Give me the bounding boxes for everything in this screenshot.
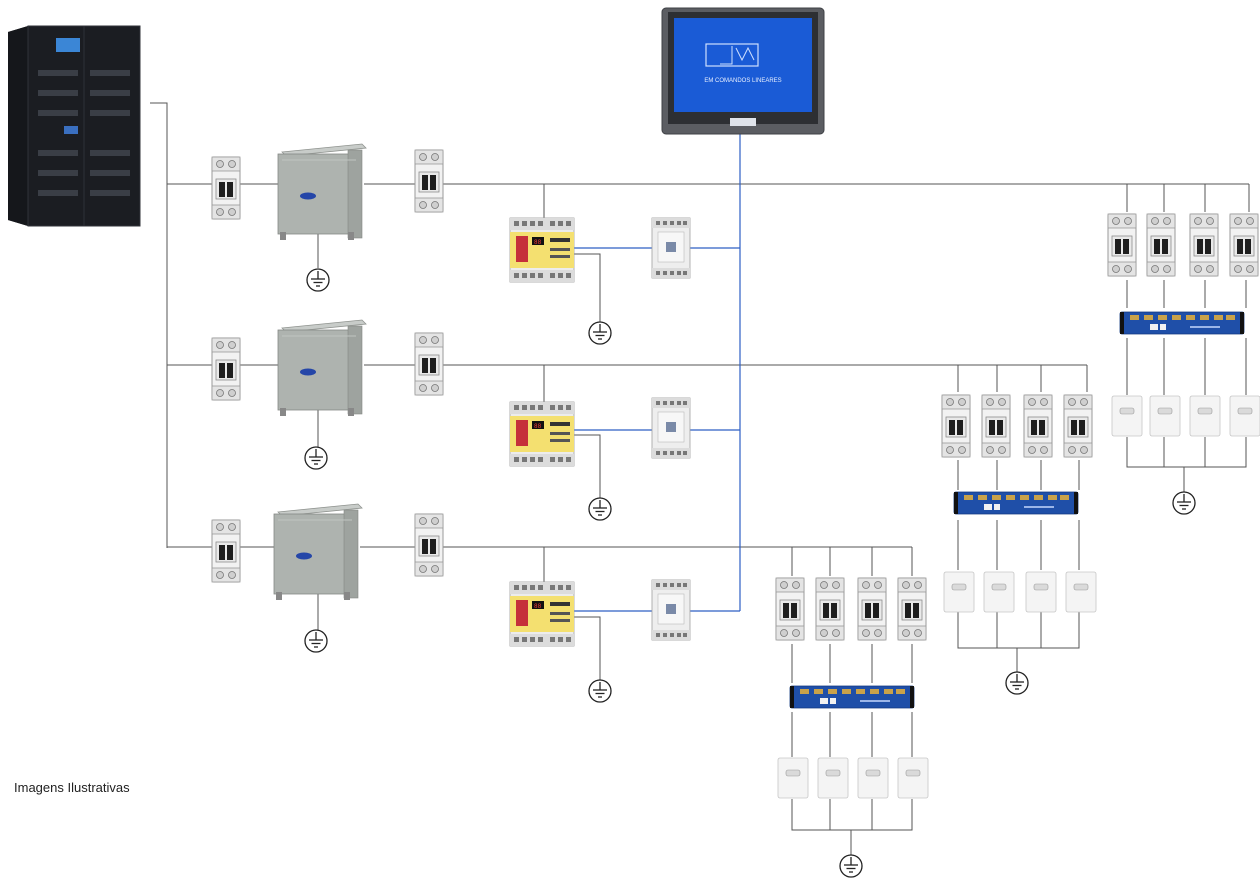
- ground-icon: [588, 679, 612, 703]
- controller: [509, 217, 575, 283]
- io-module: [651, 579, 691, 641]
- controller: [509, 581, 575, 647]
- main-breaker: [211, 337, 241, 401]
- outlet-icon: [817, 757, 849, 799]
- output-breaker: [414, 513, 444, 577]
- outlet-icon: [857, 757, 889, 799]
- ups-cabinet-icon: [8, 25, 141, 227]
- branch-1: [211, 143, 691, 345]
- outlet-icon: [1065, 571, 1097, 613]
- output-breaker: [414, 332, 444, 396]
- ground-icon: [306, 268, 330, 292]
- outlet-icon: [897, 757, 929, 799]
- hmi-brand-text: EM COMANDOS LINEARES: [704, 78, 781, 84]
- outlet-icon: [1189, 395, 1221, 437]
- illustrative-images-caption: Imagens Ilustrativas: [14, 780, 130, 795]
- outlet-icon: [1149, 395, 1181, 437]
- load-breaker: [857, 577, 887, 641]
- load-breaker: [1189, 213, 1219, 277]
- touch-panel-icon: EM COMANDOS LINEARES: [661, 7, 825, 135]
- ground-icon: [588, 321, 612, 345]
- io-module: [651, 397, 691, 459]
- ground-icon: [1005, 671, 1029, 695]
- ground-icon: [304, 446, 328, 470]
- transformer: [277, 319, 367, 417]
- load-breaker: [1107, 213, 1137, 277]
- load-breaker: [897, 577, 927, 641]
- load-breaker: [775, 577, 805, 641]
- ground-icon: [839, 854, 863, 878]
- load-breaker: [1063, 394, 1093, 458]
- transformer: [277, 143, 367, 241]
- transformer: [273, 503, 363, 601]
- load-group-3: [775, 577, 929, 878]
- distribution-bar: [953, 491, 1079, 515]
- controller: [509, 401, 575, 467]
- data-bus: [574, 132, 741, 612]
- load-breaker: [981, 394, 1011, 458]
- outlet-icon: [1229, 395, 1260, 437]
- distribution-bar: [1119, 311, 1245, 335]
- ground-icon: [304, 629, 328, 653]
- branch-3: [211, 503, 691, 703]
- outlet-icon: [1111, 395, 1143, 437]
- power-wiring: [150, 102, 1250, 856]
- main-breaker: [211, 156, 241, 220]
- outlet-icon: [983, 571, 1015, 613]
- io-module: [651, 217, 691, 279]
- outlet-icon: [777, 757, 809, 799]
- output-breaker: [414, 149, 444, 213]
- load-group-2: [941, 394, 1097, 695]
- ground-icon: [1172, 491, 1196, 515]
- outlet-icon: [1025, 571, 1057, 613]
- load-breaker: [1023, 394, 1053, 458]
- ground-icon: [588, 497, 612, 521]
- distribution-bar: [789, 685, 915, 709]
- branch-2: [211, 319, 691, 521]
- load-breaker: [815, 577, 845, 641]
- load-breaker: [1229, 213, 1259, 277]
- main-breaker: [211, 519, 241, 583]
- load-breaker: [941, 394, 971, 458]
- load-breaker: [1146, 213, 1176, 277]
- outlet-icon: [943, 571, 975, 613]
